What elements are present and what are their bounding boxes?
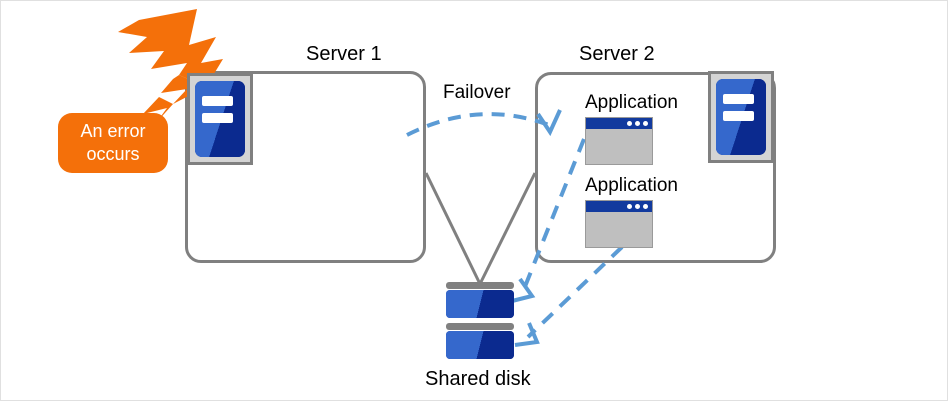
disk-block-top [446, 290, 514, 318]
server-icon-bar-top [723, 94, 754, 105]
server1-icon [187, 73, 253, 165]
lightning-burst-icon-3 [143, 97, 173, 123]
app-titlebar [586, 201, 652, 212]
failover-arrow-path [406, 112, 550, 137]
app-dot-icon [635, 121, 640, 126]
server1-icon-body [195, 81, 245, 157]
app-dot-icon [635, 204, 640, 209]
lightning-burst-icon [118, 9, 223, 87]
server1-title: Server 1 [306, 43, 382, 65]
disk-bar-bottom [446, 323, 514, 330]
server2-title: Server 2 [579, 43, 655, 65]
app2-disk-arrow-path [526, 245, 624, 339]
disk-bar-top [446, 282, 514, 289]
server2-disk-line [478, 172, 537, 285]
app-titlebar [586, 118, 652, 129]
server-icon-bar-top [202, 96, 233, 107]
application-1-label: Application [585, 92, 678, 113]
app-dot-icon [643, 121, 648, 126]
application-2-label: Application [585, 175, 678, 196]
error-badge-line2: occurs [86, 144, 140, 164]
shared-disk-label: Shared disk [425, 368, 531, 390]
app1-disk-arrow-path [520, 138, 586, 295]
application-2-icon [585, 200, 653, 248]
failover-arrowhead [536, 109, 562, 137]
server2-icon-body [716, 79, 766, 155]
server-icon-bar-bottom [723, 110, 754, 121]
failover-label: Failover [443, 82, 511, 103]
disk-block-bottom [446, 331, 514, 359]
server1-disk-line [424, 172, 482, 285]
error-badge-line1: An error [80, 120, 146, 141]
error-badge: An error occurs [58, 113, 168, 173]
app-dot-icon [643, 204, 648, 209]
application-1-icon [585, 117, 653, 165]
app1-disk-arrowhead [511, 277, 536, 303]
server-icon-bar-bottom [202, 112, 233, 123]
server2-icon [708, 71, 774, 163]
app-dot-icon [627, 204, 632, 209]
app2-disk-arrowhead [514, 322, 540, 347]
app-dot-icon [627, 121, 632, 126]
